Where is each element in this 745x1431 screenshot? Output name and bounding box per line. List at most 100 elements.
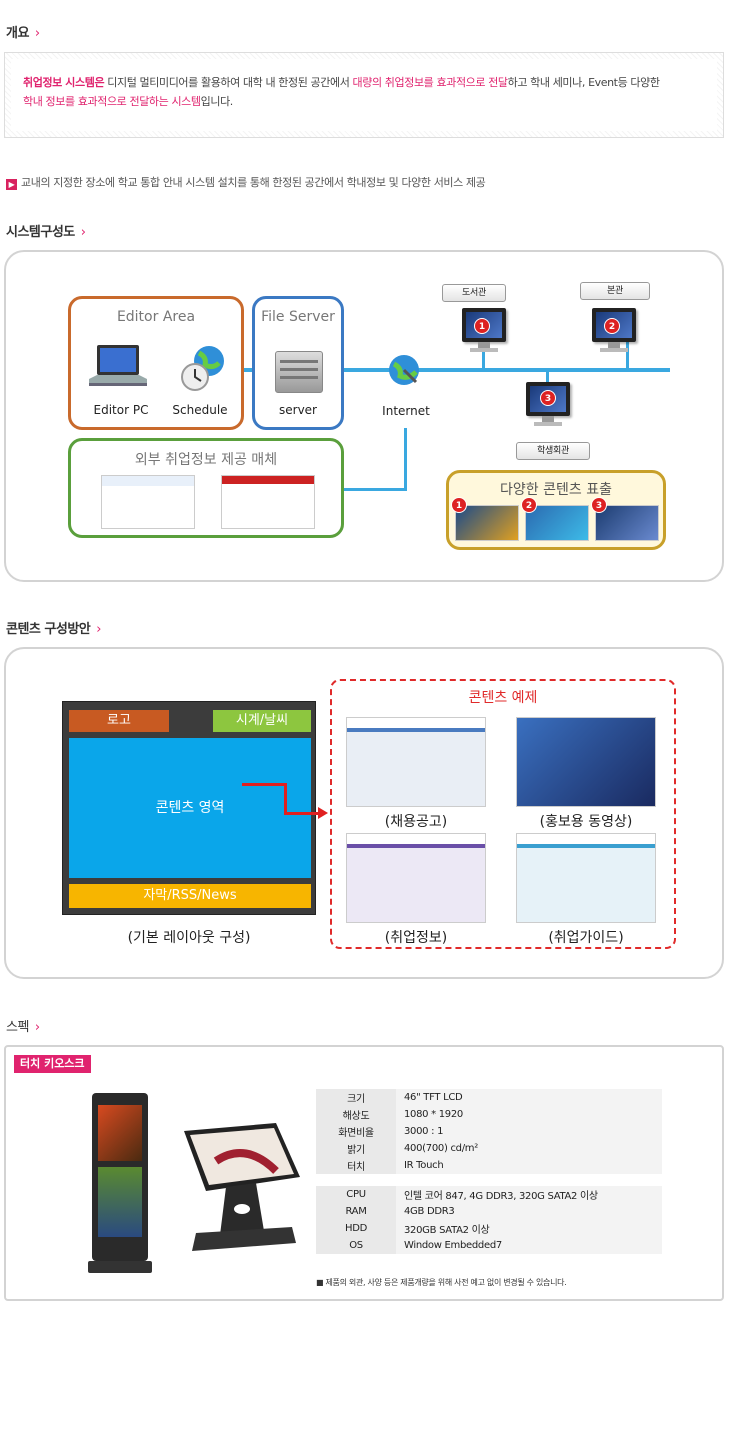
editor-area-title: Editor Area bbox=[116, 309, 196, 325]
editor-pc-label: Editor PC bbox=[93, 403, 149, 417]
spec-note: ■ 제품의 외관, 사양 등은 제품개량을 위해 사전 예고 없이 변경될 수 … bbox=[316, 1278, 567, 1287]
internet-label: Internet bbox=[382, 404, 430, 418]
spec-value: 320GB SATA2 이상 bbox=[396, 1220, 662, 1237]
spec-key: CPU bbox=[316, 1186, 396, 1203]
table-kiosk-image bbox=[176, 1121, 302, 1257]
spec-value: Window Embedded7 bbox=[396, 1237, 662, 1254]
standing-kiosk-image bbox=[88, 1093, 152, 1277]
layout-ticker-area: 자막/RSS/News bbox=[69, 884, 311, 908]
schedule-label: Schedule bbox=[172, 403, 228, 417]
spec-key: RAM bbox=[316, 1203, 396, 1220]
example-caption-job-guide: (취업가이드) bbox=[548, 930, 624, 946]
spec-key: 해상도 bbox=[316, 1106, 396, 1123]
spec-value: 46" TFT LCD bbox=[396, 1089, 662, 1106]
spec-key: 터치 bbox=[316, 1157, 396, 1174]
arrow-line bbox=[284, 783, 287, 815]
media-thumbnail-2 bbox=[221, 475, 315, 529]
spec-title: 스펙› bbox=[6, 1020, 40, 1035]
server-icon bbox=[275, 351, 323, 393]
number-badge-3: 3 bbox=[591, 497, 607, 513]
chevron-right-icon: › bbox=[96, 622, 101, 637]
content-thumb-1 bbox=[455, 505, 519, 541]
layout-content-area: 콘텐츠 영역 bbox=[69, 738, 311, 878]
layout-logo-area: 로고 bbox=[69, 710, 169, 732]
example-thumb-recruit bbox=[346, 717, 486, 807]
overview-summary-box: 취업정보 시스템은 디지털 멀티미디어를 활용하여 대학 내 한정된 공간에서 … bbox=[4, 52, 724, 138]
content-examples-title: 콘텐츠 예제 bbox=[468, 690, 538, 706]
spec-value: 4GB DDR3 bbox=[396, 1203, 662, 1220]
example-caption-recruit: (채용공고) bbox=[384, 814, 448, 830]
spec-value: 1080 * 1920 bbox=[396, 1106, 662, 1123]
location-tag-main-hall: 본관 bbox=[580, 282, 650, 300]
globe-clock-icon bbox=[179, 343, 229, 393]
spec-key: OS bbox=[316, 1237, 396, 1254]
spec-badge: 터치 키오스크 bbox=[14, 1055, 91, 1073]
chevron-right-icon: › bbox=[34, 1020, 40, 1035]
various-contents-title: 다양한 콘텐츠 표출 bbox=[500, 482, 612, 498]
network-drop-1 bbox=[482, 340, 485, 370]
chevron-right-icon: › bbox=[34, 26, 40, 41]
spec-value: 400(700) cd/m² bbox=[396, 1140, 662, 1157]
spec-key: 밝기 bbox=[316, 1140, 396, 1157]
example-caption-promo-video: (홍보용 동영상) bbox=[539, 814, 633, 830]
bullet-arrow-icon: ▶ bbox=[6, 179, 17, 190]
number-badge-3: 3 bbox=[540, 390, 556, 406]
system-diagram-panel: Editor Area Editor PC Schedule File Serv… bbox=[4, 250, 724, 582]
number-badge-1: 1 bbox=[474, 318, 490, 334]
basic-layout: 로고 시계/날씨 콘텐츠 영역 자막/RSS/News bbox=[62, 701, 316, 915]
arrow-line bbox=[284, 812, 320, 815]
server-label: server bbox=[279, 403, 317, 417]
overview-bullet: ▶교내의 지정한 장소에 학교 통합 안내 시스템 설치를 통해 한정된 공간에… bbox=[6, 174, 486, 190]
various-contents-box: 다양한 콘텐츠 표출 1 2 3 bbox=[446, 470, 666, 550]
number-badge-1: 1 bbox=[451, 497, 467, 513]
internet-line-h bbox=[344, 488, 407, 491]
spec-key: 크기 bbox=[316, 1089, 396, 1106]
layout-caption: (기본 레이아웃 구성) bbox=[127, 930, 251, 946]
network-line bbox=[240, 368, 670, 372]
overview-summary-text: 취업정보 시스템은 디지털 멀티미디어를 활용하여 대학 내 한정된 공간에서 … bbox=[11, 59, 717, 131]
media-thumbnail-1 bbox=[101, 475, 195, 529]
spec-key: HDD bbox=[316, 1220, 396, 1237]
number-badge-2: 2 bbox=[521, 497, 537, 513]
location-tag-student-hall: 학생회관 bbox=[516, 442, 590, 460]
system-title: 시스템구성도› bbox=[6, 225, 86, 240]
example-caption-job-info: (취업정보) bbox=[384, 930, 448, 946]
external-media-title: 외부 취업정보 제공 매체 bbox=[134, 452, 278, 468]
overview-title: 개요› bbox=[6, 26, 40, 41]
spec-key: 화면비율 bbox=[316, 1123, 396, 1140]
spec-value: IR Touch bbox=[396, 1157, 662, 1174]
editor-area-box: Editor Area Editor PC Schedule bbox=[68, 296, 244, 430]
contents-title: 콘텐츠 구성방안› bbox=[6, 622, 101, 637]
content-examples-box: 콘텐츠 예제 (채용공고) (홍보용 동영상) (취업정보) (취업가이드) bbox=[330, 679, 676, 949]
internet-line-v bbox=[404, 428, 407, 490]
content-thumb-3 bbox=[595, 505, 659, 541]
spec-value: 3000 : 1 bbox=[396, 1123, 662, 1140]
number-badge-2: 2 bbox=[604, 318, 620, 334]
file-server-title: File Server bbox=[261, 309, 335, 325]
spec-value: 인텔 코어 847, 4G DDR3, 320G SATA2 이상 bbox=[396, 1186, 662, 1203]
example-thumb-promo-video bbox=[516, 717, 656, 807]
internet-globe-icon bbox=[386, 352, 422, 388]
layout-clock-weather-area: 시계/날씨 bbox=[213, 710, 311, 732]
laptop-icon bbox=[87, 343, 147, 387]
file-server-box: File Server server bbox=[252, 296, 344, 430]
example-thumb-job-info bbox=[346, 833, 486, 923]
arrow-line bbox=[242, 783, 286, 786]
example-thumb-job-guide bbox=[516, 833, 656, 923]
content-thumb-2 bbox=[525, 505, 589, 541]
network-drop-2 bbox=[626, 340, 629, 370]
external-media-box: 외부 취업정보 제공 매체 bbox=[68, 438, 344, 538]
chevron-right-icon: › bbox=[80, 225, 86, 240]
network-drop-3 bbox=[546, 370, 549, 386]
